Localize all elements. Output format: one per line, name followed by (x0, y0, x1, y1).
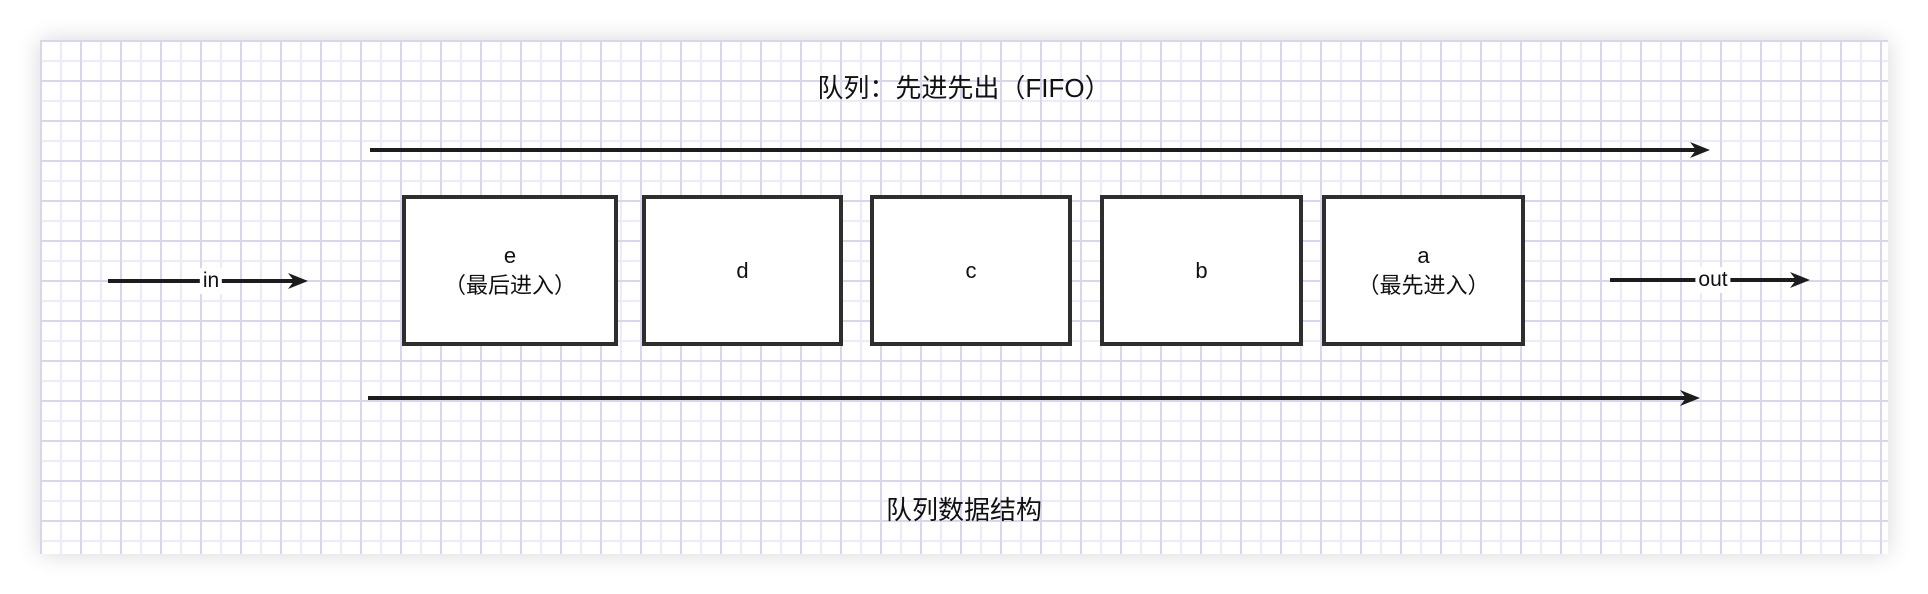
in-label[interactable]: in (199, 268, 223, 294)
bottom-flow-arrow[interactable] (368, 388, 1700, 408)
queue-box-label: c (965, 257, 977, 283)
queue-box-e[interactable]: e （最后进入） (402, 195, 618, 346)
queue-box-a[interactable]: a （最先进入） (1322, 195, 1525, 346)
queue-box-label: d (736, 257, 749, 283)
queue-box-c[interactable]: c (870, 195, 1072, 346)
queue-box-d[interactable]: d (642, 195, 843, 346)
queue-box-label: a (1417, 242, 1430, 268)
top-flow-arrow[interactable] (370, 140, 1710, 160)
queue-box-label: b (1195, 257, 1208, 283)
out-label[interactable]: out (1695, 267, 1731, 293)
queue-box-label: e (503, 242, 517, 268)
diagram-caption[interactable]: 队列数据结构 (885, 495, 1042, 525)
queue-box-note: （最后进入） (443, 272, 576, 298)
queue-box-note: （最先进入） (1357, 272, 1490, 298)
queue-box-b[interactable]: b (1100, 195, 1303, 346)
diagram-title[interactable]: 队列：先进先出（FIFO） (817, 73, 1111, 103)
diagram-canvas[interactable]: 队列：先进先出（FIFO） in e （最后进入） d c b a （最先进入）… (40, 40, 1888, 554)
